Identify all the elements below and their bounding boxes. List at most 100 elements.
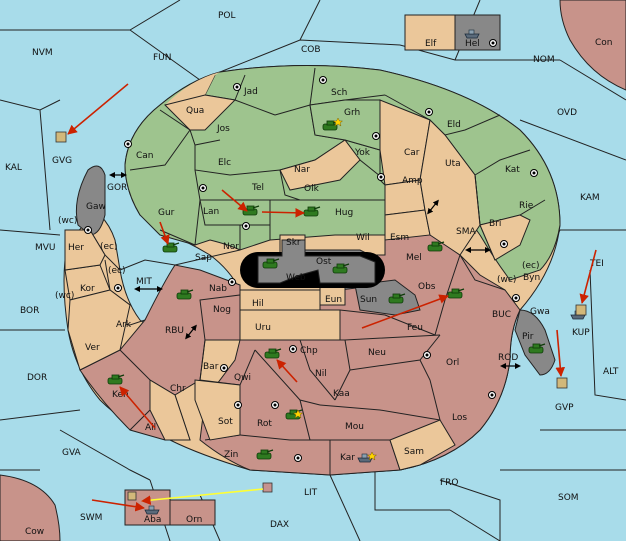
- label-con: Con: [595, 38, 613, 48]
- label-wil: Wil: [356, 233, 370, 243]
- sea-gor: GOR: [107, 183, 127, 193]
- sea-ovd: OVD: [557, 108, 577, 118]
- sea-dax: DAX: [270, 520, 289, 530]
- sea-links: [109, 172, 521, 369]
- coast-kor-ec: (ec): [108, 266, 126, 276]
- label-neu: Neu: [368, 348, 386, 358]
- label-eld: Eld: [447, 120, 461, 130]
- territory-pir[interactable]: [514, 309, 556, 376]
- territory-gaw[interactable]: [75, 165, 106, 236]
- territory-sot[interactable]: [194, 379, 241, 441]
- territory-elf[interactable]: [404, 14, 456, 51]
- label-zin: Zin: [224, 450, 238, 460]
- sea-gvp: GVP: [555, 403, 574, 413]
- convoy-arrow: [141, 488, 264, 505]
- territory-nar[interactable]: [279, 139, 361, 191]
- territory-uta[interactable]: [419, 118, 481, 256]
- label-kor: Kor: [80, 284, 95, 294]
- label-grh: Grh: [344, 108, 360, 118]
- label-mel: Mel: [406, 253, 422, 263]
- sea-alt: ALT: [603, 367, 619, 377]
- label-sap: Sap: [195, 253, 212, 263]
- sea-fro: FRO: [440, 478, 459, 488]
- label-kat: Kat: [505, 165, 520, 175]
- label-pir: Pir: [522, 332, 534, 342]
- label-hel: Hel: [465, 39, 480, 49]
- coast-labels: (wc) (ec) (ec) (wc) (wc) (ec): [55, 216, 540, 301]
- territory-qua[interactable]: [164, 94, 237, 131]
- label-elf: Elf: [425, 39, 437, 49]
- label-chp: Chp: [300, 346, 318, 356]
- label-lan: Lan: [203, 207, 219, 217]
- sea-nvm: NVM: [32, 48, 53, 58]
- sea-gva: GVA: [62, 448, 82, 458]
- label-web: Web: [286, 273, 306, 283]
- territory-chr[interactable]: [149, 379, 191, 441]
- territory-cow[interactable]: [0, 474, 61, 541]
- sea-lit: LIT: [304, 488, 318, 498]
- sea-kal: KAL: [5, 163, 22, 173]
- label-hug: Hug: [335, 208, 353, 218]
- label-nil: Nil: [315, 369, 327, 379]
- label-elc: Elc: [218, 158, 231, 168]
- sea-gvg: GVG: [52, 156, 72, 166]
- sea-labels: POL NVM FUN COB NOM OVD KAL KAM MVU BOR …: [5, 11, 619, 530]
- label-ver: Ver: [85, 343, 100, 353]
- sea-cob: COB: [301, 45, 321, 55]
- label-kar: Kar: [340, 453, 355, 463]
- territory-sun[interactable]: [354, 279, 421, 316]
- label-nab: Nab: [209, 284, 227, 294]
- label-jos: Jos: [216, 124, 230, 134]
- territory-con[interactable]: [559, 0, 626, 91]
- sea-sma: SMA: [456, 227, 476, 237]
- label-qua: Qua: [186, 106, 204, 116]
- order-markers: [55, 131, 587, 501]
- territory-sam[interactable]: [389, 419, 456, 471]
- label-rot: Rot: [257, 419, 272, 429]
- label-ark: Ark: [116, 320, 132, 330]
- label-can: Can: [136, 151, 154, 161]
- sea-kup: KUP: [572, 328, 590, 338]
- label-obs: Obs: [418, 282, 436, 292]
- sea-pol: POL: [218, 11, 236, 21]
- sea-swm: SWM: [80, 513, 102, 523]
- label-nor: Nor: [223, 242, 239, 252]
- label-kaa: Kaa: [333, 389, 350, 399]
- sea-mit: MIT: [136, 277, 152, 287]
- label-byn: Byn: [523, 273, 540, 283]
- label-rie: Rie: [519, 201, 534, 211]
- label-orn: Orn: [186, 515, 202, 525]
- label-esm: Esm: [390, 233, 409, 243]
- label-gaw: Gaw: [86, 202, 106, 212]
- territory-ark[interactable]: [67, 289, 131, 371]
- coast-byn-ec: (ec): [522, 261, 540, 271]
- label-nog: Nog: [213, 305, 231, 315]
- land-labels: Con Elf Hel Cow Aba Orn Jad Sch Qua Jos …: [25, 38, 613, 537]
- label-orl: Orl: [446, 358, 459, 368]
- label-skr: Skr: [286, 238, 301, 248]
- label-gur: Gur: [158, 208, 175, 218]
- label-feu: Feu: [407, 323, 423, 333]
- label-sam: Sam: [404, 447, 424, 457]
- label-sun: Sun: [360, 295, 377, 305]
- sea-kam: KAM: [580, 193, 600, 203]
- label-yok: Yok: [354, 148, 371, 158]
- label-qwi: Qwi: [234, 373, 251, 383]
- label-aba: Aba: [144, 515, 161, 525]
- coast-her-wc: (wc): [58, 216, 77, 226]
- sea-mvu: MVU: [35, 243, 56, 253]
- territory-nog[interactable]: [199, 294, 241, 341]
- order-arrows: [67, 83, 597, 512]
- label-los: Los: [452, 413, 467, 423]
- sea-bor: BOR: [20, 306, 39, 316]
- sea-rod: ROD: [498, 353, 518, 363]
- label-ail: Ail: [145, 423, 156, 433]
- territory-bri[interactable]: [474, 174, 531, 261]
- sea-rbu: RBU: [165, 326, 184, 336]
- coast-her-ec: (ec): [100, 242, 118, 252]
- label-uta: Uta: [445, 159, 461, 169]
- territory-orn[interactable]: [169, 499, 216, 526]
